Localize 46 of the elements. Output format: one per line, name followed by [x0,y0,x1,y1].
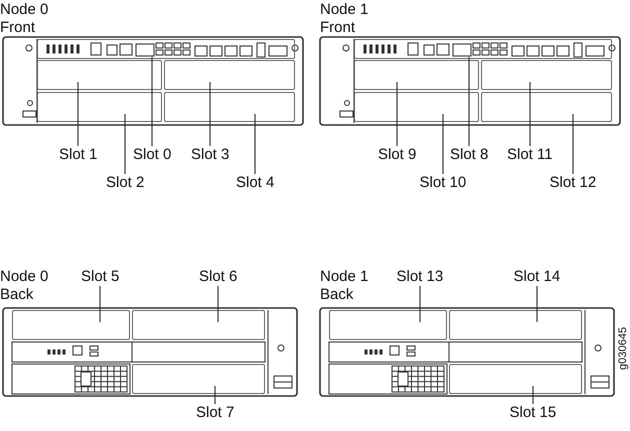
slot-label: Slot 9 [378,146,416,164]
slot-label: Slot 15 [510,404,556,422]
slot-module [329,310,447,340]
slot-label: Slot 10 [420,174,466,192]
slot-module [37,60,162,90]
slot-module [449,364,582,394]
leader-line [536,286,538,322]
slot-module [132,364,265,394]
slot-module [37,92,162,122]
slot-module [354,39,612,59]
slot-label: Slot 11 [507,146,553,164]
figure-id: g030645 [617,327,630,370]
slot-label: Slot 14 [514,268,560,286]
slot-module [132,310,265,340]
slot-module [164,92,295,122]
slot-label: Slot 6 [199,268,238,286]
slot-module [164,60,295,90]
leader-line [124,114,126,174]
slot-label: Slot 3 [191,146,230,164]
slot-label: Slot 0 [133,146,172,164]
view-heading: Node 1 Front [320,1,370,37]
slot-label: Slot 12 [550,174,596,192]
slot-module [354,60,479,90]
slot-module [37,39,295,59]
slot-label: Slot 1 [59,146,98,164]
leader-line [214,386,216,404]
leader-line [572,114,574,174]
view-heading: Node 1 Back [320,268,370,304]
leader-line [442,114,444,174]
leader-line [254,114,256,174]
slot-label: Slot 8 [450,146,488,164]
leader-line [532,386,534,404]
slot-label: Slot 7 [196,404,234,422]
slot-label: Slot 13 [396,268,444,286]
slot-module [12,310,130,340]
slot-module [354,92,479,122]
slot-module [481,92,612,122]
leader-line [468,56,470,146]
slot-label: Slot 5 [81,268,120,286]
view-heading: Node 0 Back [0,268,50,304]
view-heading: Node 0 Front [0,1,50,37]
slot-label: Slot 4 [236,174,274,192]
slot-module [481,60,612,90]
leader-line [396,82,398,146]
slot-label: Slot 2 [106,174,144,192]
slot-module [449,310,582,340]
